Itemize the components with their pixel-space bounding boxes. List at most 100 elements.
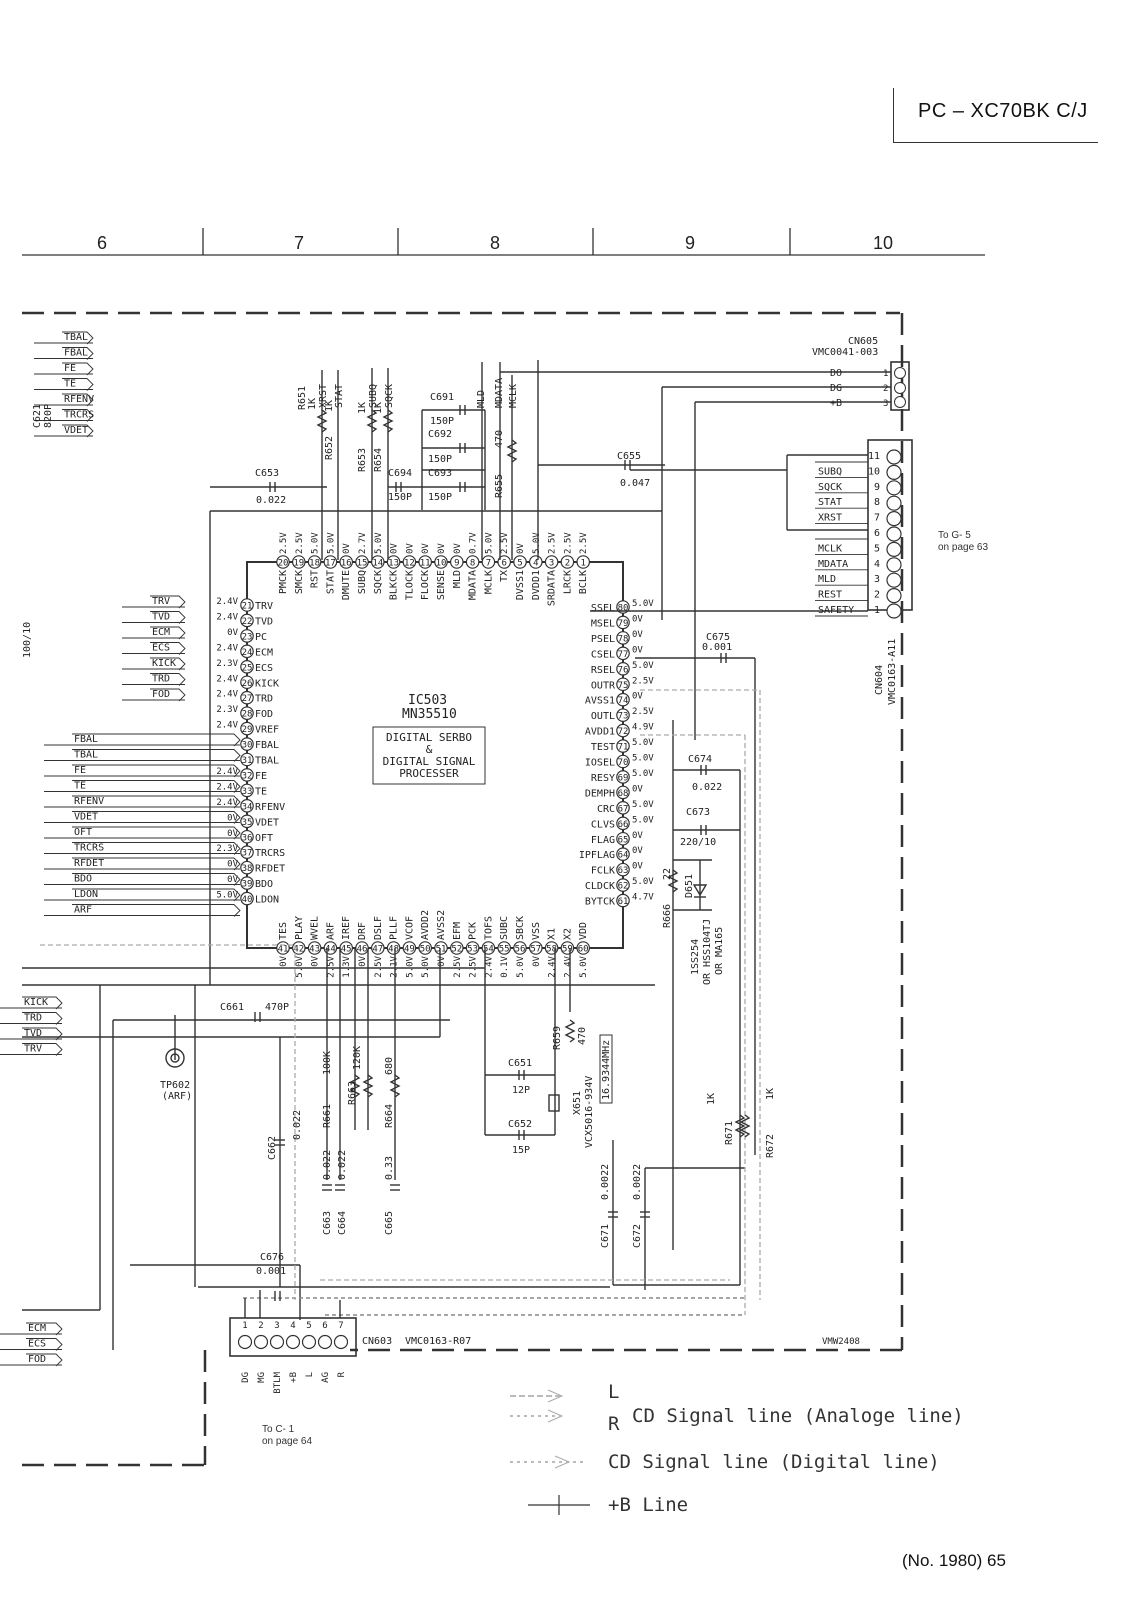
ic-pin-number: 41 <box>278 945 289 955</box>
signal-label: FBAL <box>74 734 98 745</box>
signal-label: VDET <box>64 425 88 436</box>
signal-lines <box>40 689 761 1315</box>
ic-pin-number: 80 <box>618 604 629 614</box>
top-net-label: STAT <box>334 384 345 408</box>
signal-label: OFT <box>74 827 92 838</box>
ic-pin-name: FLOCK <box>420 570 431 600</box>
ic-pin-number: 69 <box>618 773 629 783</box>
ic-pin-voltage: 0V <box>453 543 463 554</box>
ic-pin-number: 37 <box>242 849 253 859</box>
signal-flag <box>72 826 241 840</box>
cn604-pin-name: SAFETY <box>818 605 854 616</box>
ic-pin-voltage: 5.0V <box>295 955 305 977</box>
ic-pin-voltage: 2.3V <box>216 705 238 715</box>
cn604-pin <box>886 587 902 604</box>
ic-pin <box>465 555 480 569</box>
signal-flag <box>62 393 94 407</box>
signal-label: ECS <box>152 643 170 654</box>
signal-label: TVD <box>24 1028 42 1039</box>
ic-pin <box>576 941 590 955</box>
signal-flag <box>72 904 241 917</box>
ic-pin-voltage: 4.7V <box>632 893 654 903</box>
ic-pin-number: 2 <box>565 559 570 569</box>
signal-label: TRV <box>152 596 170 607</box>
signal-flag <box>150 626 186 640</box>
R663-label: R663 <box>347 1081 358 1105</box>
ic-pin <box>616 831 630 846</box>
C621-value: 820P <box>43 404 54 428</box>
ic-pin-name: FE <box>255 771 267 782</box>
ic-pin <box>240 891 254 906</box>
C691-value: 150P <box>430 416 454 427</box>
signal-flag <box>22 1012 63 1025</box>
ic-pin-voltage: 2.5V <box>632 676 654 686</box>
signal-flag <box>150 688 186 702</box>
ic-pin-name: DVSS1 <box>515 570 526 600</box>
signal-label: BDO <box>74 874 92 885</box>
ic-pin-name: TVD <box>255 616 273 627</box>
signal-flag <box>22 1027 63 1041</box>
ic-pin <box>240 752 254 767</box>
ic-pin-number: 33 <box>242 787 253 797</box>
ic-pin-voltage: 0V <box>227 628 238 638</box>
drawing-number: VMW2408 <box>822 1337 860 1347</box>
ic-pin-number: 74 <box>618 696 629 706</box>
ic-pin-voltage: 0V <box>358 955 368 966</box>
ic-pin-voltage: 0V <box>532 955 542 966</box>
ic-pin-name: RFENV <box>255 802 285 813</box>
signal-label: LDON <box>74 889 98 900</box>
ic-pin <box>616 847 630 861</box>
C655-label: C655 <box>617 451 641 462</box>
cn603-pin-number: 1 <box>242 1321 247 1331</box>
C673-label: C673 <box>686 807 710 818</box>
signal-flag <box>150 642 186 655</box>
cn603-pin-number: 4 <box>290 1321 295 1331</box>
ic-pin-voltage: 0.7V <box>469 532 479 554</box>
ic-pin-number: 6 <box>501 559 506 569</box>
ic-pin-name: OUTR <box>591 680 616 691</box>
grid-col-label: 8 <box>490 233 500 253</box>
grid-col-label: 6 <box>97 233 107 253</box>
C693-label: C693 <box>428 468 452 479</box>
ic-pin-number: 71 <box>618 743 629 753</box>
ic-pin-voltage: 5.0V <box>632 738 654 748</box>
ic-pin-number: 63 <box>618 866 629 876</box>
cn603-pin-name: +B <box>289 1372 299 1383</box>
signal-label: TVD <box>152 612 170 623</box>
signal-flag <box>62 362 94 376</box>
connector-cn605: CN605 VMC0041-003 <box>812 336 910 411</box>
C675-label: C675 <box>706 632 730 643</box>
C671-value: 0.0022 <box>600 1164 611 1200</box>
cn604-pin-number: 6 <box>874 528 880 539</box>
ic-pin-name: MCLK <box>483 570 494 594</box>
ic-pin <box>616 785 630 800</box>
ic-pin-name: PLAY <box>294 916 305 940</box>
ic-pin-name: SMCK <box>294 570 305 594</box>
C692-label: C692 <box>428 429 452 440</box>
ic-pin-voltage: 5.0V <box>632 754 654 764</box>
ic-pin-number: 44 <box>325 945 336 955</box>
grid-col-label: 9 <box>685 233 695 253</box>
ic-pin-voltage: 2.5V <box>548 532 558 554</box>
ic-pins: 20PMCK2.5V19SMCK2.5V18RST5.0V17STAT5.0V1… <box>216 532 654 978</box>
ic-pin-name: PSEL <box>591 634 615 645</box>
ic-pin-voltage: 2.4V <box>216 612 238 622</box>
ic-pin <box>481 555 496 569</box>
part-labels: R651 1K R652 1K R653 1K R654 1K R655 470… <box>22 386 860 1347</box>
ic-pin <box>528 941 543 955</box>
signal-label: TE <box>74 781 86 792</box>
signal-flag <box>150 595 186 609</box>
signal-flag <box>62 409 94 422</box>
signal-flag <box>72 795 241 809</box>
ic-pin <box>386 555 401 569</box>
ic-pin-number: 61 <box>618 897 629 907</box>
ic-pin-number: 11 <box>420 559 431 569</box>
ic-pin-number: 59 <box>562 945 573 955</box>
R655-value: 470 <box>494 430 505 448</box>
ic-pin-name: BDO <box>255 879 273 890</box>
signal-flag <box>72 873 241 886</box>
ic-pin-number: 60 <box>578 945 589 955</box>
ic-pin-name: IREF <box>341 916 352 940</box>
ic-pin-number: 47 <box>372 945 383 955</box>
title-box-border <box>893 142 1098 143</box>
